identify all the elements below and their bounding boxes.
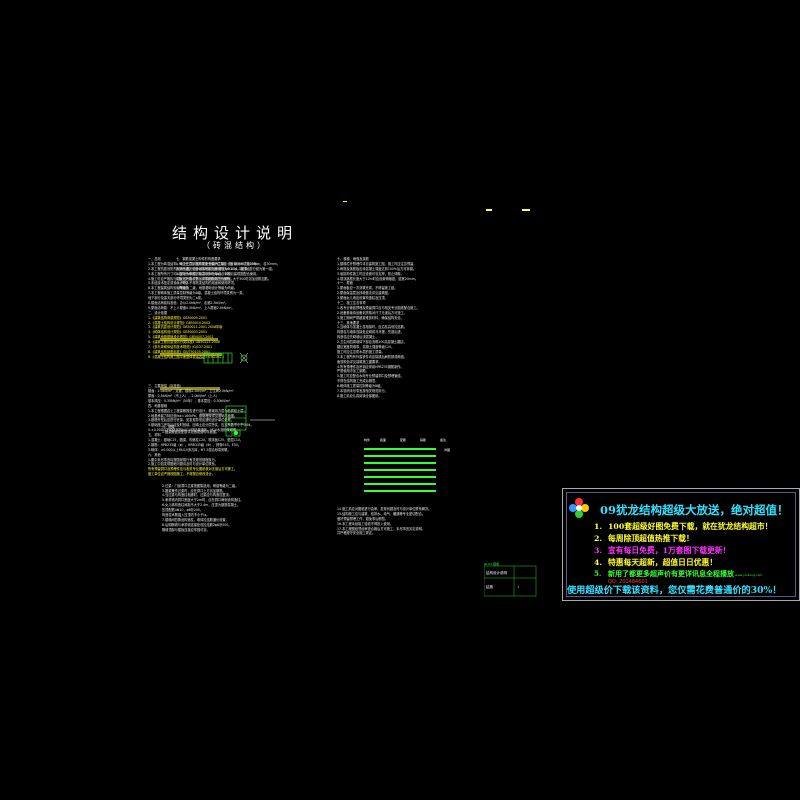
notes-column-3: 十、楼梯、雨篷及挑檐 1.楼梯栏杆预埋件详见建筑施工图，施工时应注意预留。 2.… <box>337 257 420 398</box>
svg-text:1: 1 <box>517 585 519 589</box>
ad-qq: QQ: 201484601 <box>608 579 648 585</box>
ad-item-3[interactable]: 3.宣有每日免费，1万套图下载更新！ <box>594 546 731 555</box>
svg-text:详图: 详图 <box>444 447 450 452</box>
svg-text:截面: 截面 <box>380 437 386 442</box>
notes-column-2-section-b: 九、圈梁 1.圈梁截面及配筋详见各层结构平面图。 2.过梁：门窗洞口过梁按图集选… <box>162 425 244 532</box>
ad-title: 09犹龙结构超级大放送，绝对超值！ <box>600 503 789 517</box>
logo-flower-icon <box>569 498 589 518</box>
notes-column-3-bottom: 14.施工前应对图纸进行会审，发现问题及时与设计单位联系解决。 15.结构施工应… <box>337 507 432 536</box>
ad-item-1[interactable]: 1.100套超级好图免费下载，就在犹龙结构超市！ <box>594 522 773 531</box>
ad-item-4[interactable]: 4.特惠每天超新，超值日日优惠！ <box>594 558 718 567</box>
svg-text:备注: 备注 <box>440 437 446 442</box>
ad-link[interactable]: www.youlong.com <box>735 573 763 577</box>
svg-text:配筋: 配筋 <box>400 437 406 442</box>
drawing-title: 结构设计说明 <box>171 224 298 242</box>
titleblock-code: JG-01 结施 <box>484 562 500 566</box>
ad-footer: 使用超级价下载该资料，您仅需花费普通价的30%！ <box>567 585 782 596</box>
ad-item-5[interactable]: 5.新用了都更多超声价有更详讯息全程播放 <box>594 569 734 578</box>
ad-panel-inner-border <box>566 492 796 597</box>
title-block: 结构设计说明 结施 1 <box>484 565 537 597</box>
drawing-subtitle: （砖混结构） <box>202 241 268 250</box>
top-mark-3 <box>522 209 530 211</box>
ad-item-2[interactable]: 2.每周除顶超值热推下载！ <box>594 534 694 543</box>
svg-text:构件: 构件 <box>364 437 370 442</box>
highlight-bar <box>160 387 220 390</box>
highlight-bar <box>160 353 222 356</box>
notes-column-1: 一、总则 1.本工程为砖混结构，地上三层，结构安全等级为二级，设计使用年限为50… <box>148 257 275 477</box>
detail-drawing-2 <box>200 405 275 437</box>
svg-text:结施: 结施 <box>486 584 494 589</box>
top-mark-2 <box>486 209 492 211</box>
svg-text:箍筋: 箍筋 <box>420 437 426 442</box>
detail-drawing-1 <box>196 352 249 364</box>
svg-text:结构设计说明: 结构设计说明 <box>486 570 507 575</box>
reinforcement-table: 构件 截面 配筋 箍筋 备注 详图 <box>364 437 450 492</box>
highlight-bar <box>160 338 218 341</box>
top-mark-1 <box>343 201 347 202</box>
notes-column-second-text: 七、钢筋混凝土构件的构造要求 1.纵向受力钢筋的混凝土保护层厚度：板15mm，梁… <box>176 257 280 291</box>
